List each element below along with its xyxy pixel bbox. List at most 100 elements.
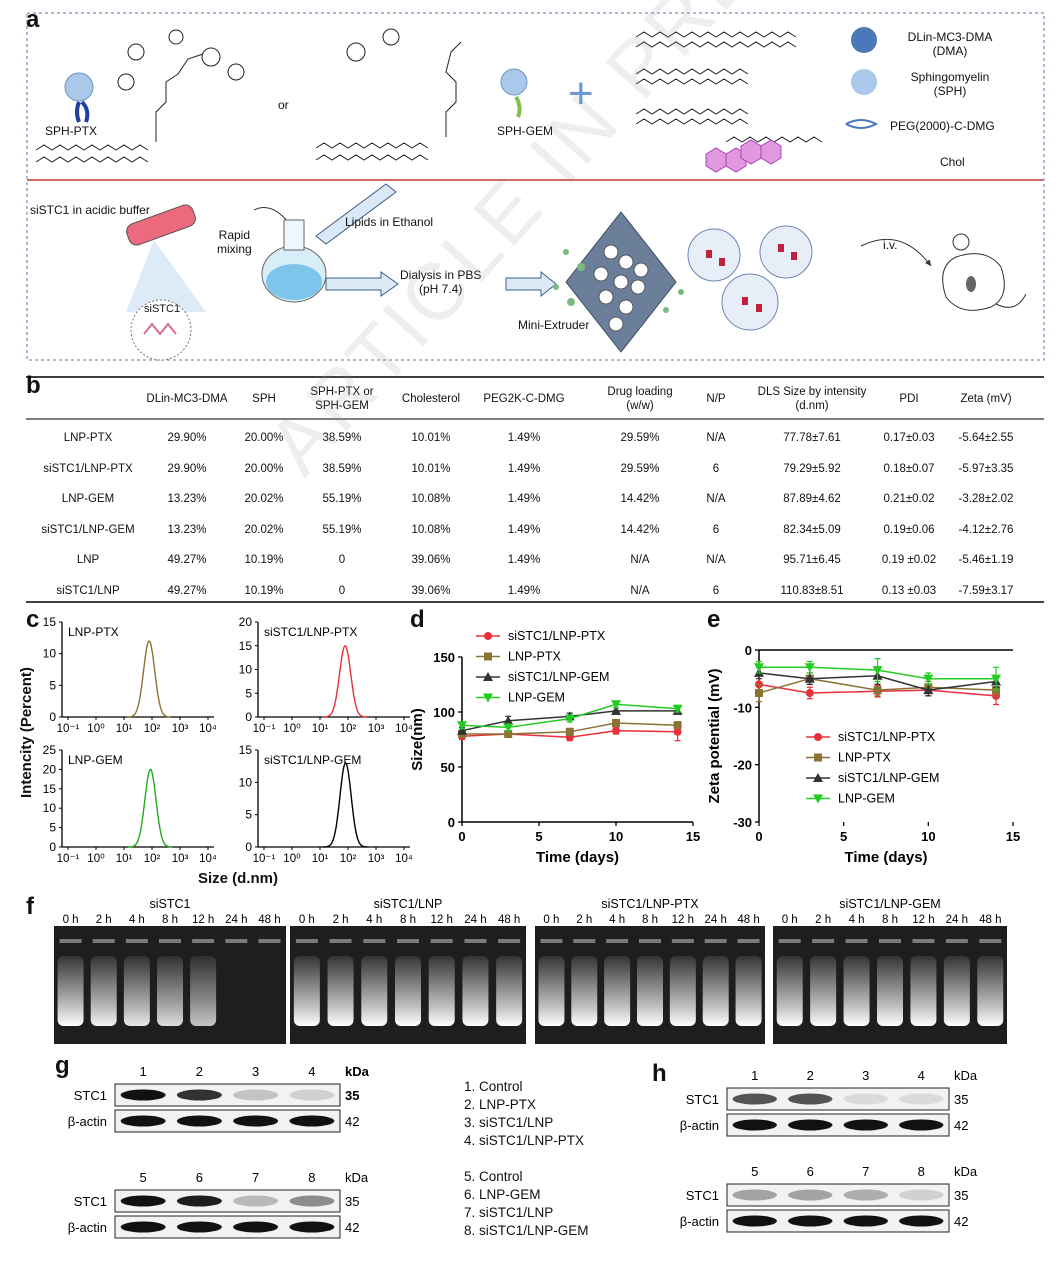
size-distribution-curve: [126, 640, 172, 718]
gel-well: [812, 939, 835, 943]
label-iv: i.v.: [883, 238, 898, 252]
y-tick-label: 20: [239, 615, 253, 629]
rna-band: [57, 956, 84, 1026]
blot-strip: [114, 1083, 341, 1107]
gel-well: [363, 939, 386, 943]
rna-band: [843, 956, 870, 1026]
blot-strip: [726, 1113, 950, 1137]
x-tick-label: 5: [840, 829, 847, 844]
lane-label: 12 h: [431, 914, 453, 926]
rna-band: [810, 956, 837, 1026]
protein-band: [120, 1115, 166, 1127]
y-tick-label: 5: [49, 678, 56, 692]
x-tick-label: 0: [755, 829, 762, 844]
data-point: [872, 666, 883, 676]
legend-label: siSTC1/LNP-GEM: [838, 771, 939, 785]
lane-label: 24 h: [946, 914, 968, 926]
lane-number: 1: [140, 1064, 147, 1079]
subplot-label: siSTC1/LNP-GEM: [264, 753, 361, 767]
gel-well: [464, 939, 487, 943]
protein-band: [120, 1221, 166, 1233]
lane-number: 7: [252, 1170, 259, 1185]
protein-band: [176, 1221, 222, 1233]
lane-number: 5: [140, 1170, 147, 1185]
panel-label-g: g: [55, 1052, 70, 1079]
protein-band: [899, 1093, 944, 1105]
data-point: [804, 673, 815, 683]
rna-band: [123, 956, 150, 1026]
y-tick-label: 10: [239, 775, 253, 789]
data-point: [873, 686, 882, 695]
protein-band: [732, 1189, 777, 1201]
rna-band: [538, 956, 565, 1026]
legend-label: siSTC1/LNP-PTX: [508, 629, 606, 643]
data-point: [483, 693, 493, 703]
blot-strip: [114, 1215, 341, 1239]
kda-label: kDa: [345, 1064, 370, 1079]
series: LNP-PTX: [458, 650, 682, 738]
lane-label: 4 h: [609, 914, 625, 926]
data-point: [565, 727, 574, 736]
lane-label: 8 h: [400, 914, 416, 926]
gel-well: [639, 939, 661, 943]
legend-label: LNP-GEM: [838, 792, 895, 806]
lane-label: 48 h: [498, 914, 520, 926]
lane-label: 48 h: [737, 914, 759, 926]
x-tick-label: 10⁻¹: [57, 853, 80, 865]
y-tick-label: 50: [441, 760, 455, 775]
x-tick-label: 10¹: [116, 853, 133, 865]
x-tick-label: 10⁴: [199, 853, 217, 865]
gel-title: siSTC1/LNP-PTX: [601, 897, 699, 911]
panel-label-d: d: [410, 606, 425, 633]
lane-number: 2: [807, 1068, 814, 1083]
mw-label: 42: [954, 1214, 968, 1229]
label-mini-extruder: Mini-Extruder: [518, 318, 590, 332]
data-point: [457, 721, 467, 731]
label-chol: Chol: [940, 155, 965, 169]
gel-well: [671, 939, 694, 943]
size-distribution-curve: [323, 761, 368, 848]
protein-band: [843, 1119, 888, 1131]
legend-label: LNP-PTX: [508, 650, 561, 664]
mw-label: 35: [954, 1188, 968, 1203]
legend-g-1: 1. Control 2. LNP-PTX 3. siSTC1/LNP 4. s…: [464, 1079, 585, 1148]
legend-label: siSTC1/LNP-PTX: [838, 730, 936, 744]
y-tick-label: -20: [733, 758, 752, 773]
rna-band: [462, 956, 489, 1026]
row-label: β-actin: [680, 1118, 719, 1133]
gel-well: [845, 939, 868, 943]
lane-label: 8 h: [642, 914, 658, 926]
x-axis-label: Time (days): [536, 849, 619, 866]
rna-band: [327, 956, 354, 1026]
lane-number: 4: [308, 1064, 315, 1079]
x-tick-label: 10¹: [116, 723, 133, 735]
x-tick-label: 15: [1006, 829, 1020, 844]
lane-number: 2: [196, 1064, 203, 1079]
blot-strip: [114, 1109, 341, 1133]
gel-well: [397, 939, 419, 943]
legend-label: LNP-GEM: [508, 691, 565, 705]
data-point: [612, 719, 620, 727]
lane-label: 0 h: [543, 914, 559, 926]
subplot-label: LNP-PTX: [68, 625, 119, 639]
subplot-label: siSTC1/LNP-PTX: [264, 625, 357, 639]
lane-label: 24 h: [225, 914, 247, 926]
data-point: [484, 652, 492, 661]
protein-band: [788, 1189, 833, 1201]
protein-band: [788, 1215, 833, 1227]
lane-label: 48 h: [979, 914, 1001, 926]
gel-well: [573, 939, 596, 943]
mw-label: 35: [345, 1088, 359, 1103]
data-point: [483, 672, 493, 681]
gel-well: [879, 939, 901, 943]
protein-band: [120, 1195, 166, 1207]
lane-label: 4 h: [849, 914, 865, 926]
data-point: [611, 700, 621, 710]
data-point: [923, 685, 934, 695]
